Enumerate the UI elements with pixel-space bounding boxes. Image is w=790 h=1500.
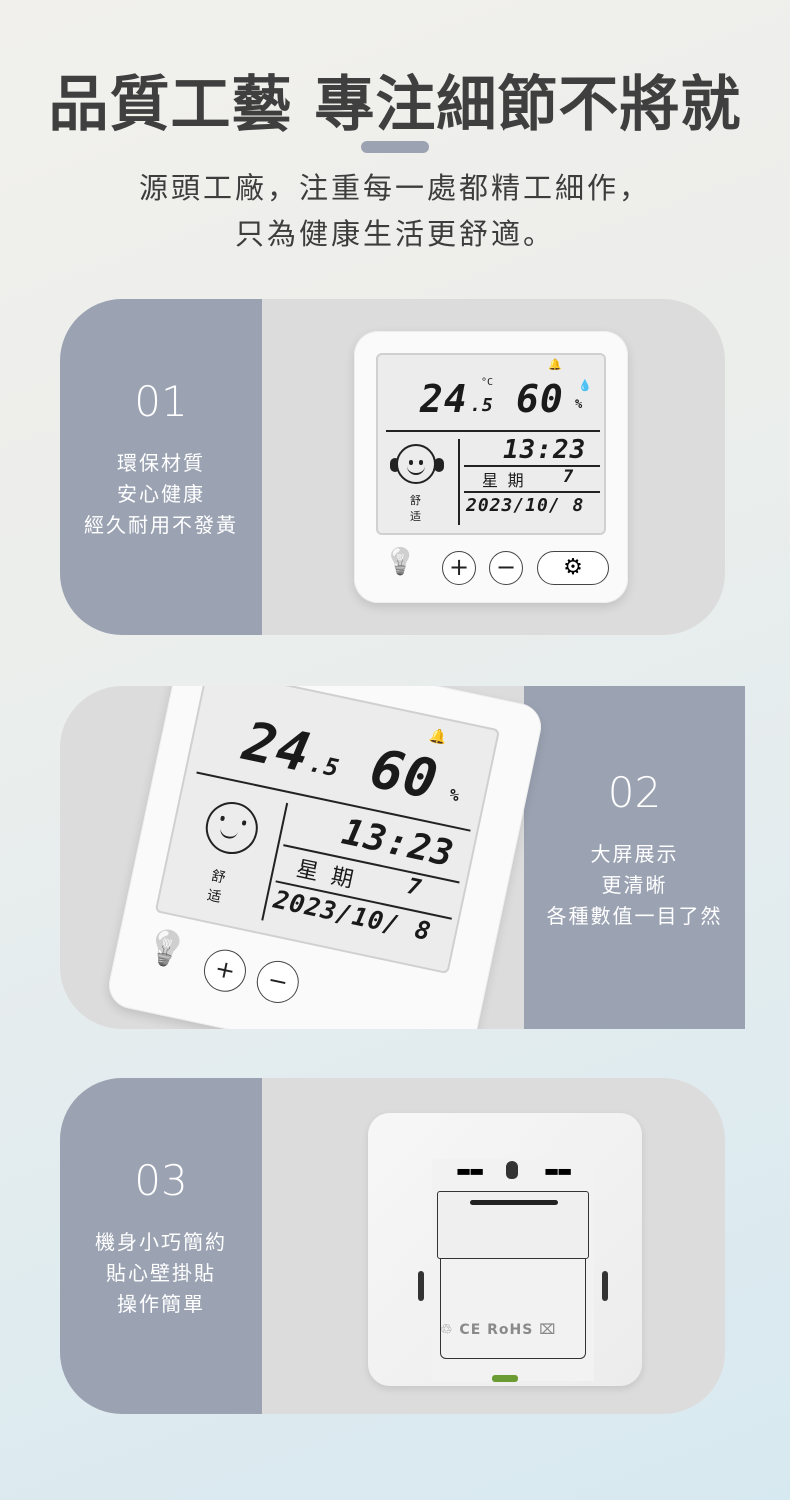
feature-panel-03: 03 機身小巧簡約 貼心壁掛貼 操作簡單 bbox=[60, 1078, 262, 1414]
feature-line: 機身小巧簡約 bbox=[95, 1230, 227, 1254]
feature-line: 更清晰 bbox=[601, 873, 668, 897]
device-front-image: 🔔 24 .5 °C 60 💧 % 舒 适 13:23 星 期 7 2023/1… bbox=[354, 331, 628, 603]
plus-button[interactable]: + bbox=[200, 945, 250, 996]
comfort-label: 适 bbox=[205, 887, 223, 907]
feature-number: 02 bbox=[607, 768, 662, 817]
lcd-screen: 🔔 24 .5 °C 60 💧 % 舒 适 13:23 星 期 7 2023/1… bbox=[376, 353, 606, 535]
bell-icon: 🔔 bbox=[548, 358, 562, 371]
light-bulb-icon: 💡 bbox=[384, 547, 417, 577]
device-back-image: ▬▬ ▬▬ bbox=[368, 1113, 642, 1386]
humidity-unit: % bbox=[447, 784, 462, 806]
feature-number: 01 bbox=[134, 377, 188, 426]
temp-unit: °C bbox=[481, 377, 494, 388]
comfort-face-icon bbox=[200, 797, 263, 859]
feature-line: 操作簡單 bbox=[117, 1292, 205, 1316]
lcd-screen: 🔔 24 .5 60 % 舒 适 13:23 星 期 7 2023/10/ 8 bbox=[154, 686, 501, 975]
temperature-value: 24 bbox=[237, 709, 317, 785]
comfort-label: 适 bbox=[410, 510, 421, 523]
weekday-value: 7 bbox=[563, 467, 575, 487]
feature-line: 經久耐用不發黃 bbox=[84, 513, 238, 537]
time-value: 13:23 bbox=[503, 435, 587, 465]
comfort-label: 舒 bbox=[410, 494, 421, 507]
feature-line: 大屏展示 bbox=[590, 842, 679, 866]
feature-panel-02: 02 大屏展示 更清晰 各種數值一目了然 bbox=[524, 686, 745, 1029]
light-bulb-icon: 💡 bbox=[141, 925, 192, 974]
green-indicator bbox=[492, 1375, 518, 1382]
feature-line: 安心健康 bbox=[117, 482, 205, 506]
lcd-divider bbox=[458, 439, 460, 525]
certification-marks: ♲ CE RoHS ⌧ bbox=[440, 1322, 557, 1338]
face-ear bbox=[390, 458, 400, 472]
temperature-decimal: .5 bbox=[306, 748, 343, 783]
page-title: 品質工藝 專注細節不將就 bbox=[48, 70, 742, 140]
comfort-face-icon bbox=[396, 444, 436, 484]
temperature-value: 24 bbox=[420, 377, 468, 421]
humidity-value: 60 bbox=[364, 736, 444, 812]
feature-number: 03 bbox=[134, 1156, 188, 1205]
settings-button[interactable]: ⚙ bbox=[537, 551, 609, 585]
lcd-divider bbox=[464, 465, 600, 467]
subtitle-line-1: 源頭工廠，注重每一處都精工細作， bbox=[138, 171, 651, 205]
vent-icon: ▬▬ bbox=[456, 1161, 484, 1180]
droplet-icon: 💧 bbox=[578, 379, 592, 392]
battery-cover bbox=[437, 1191, 589, 1259]
title-divider bbox=[361, 141, 429, 153]
stand-hinge bbox=[602, 1271, 608, 1301]
plus-button[interactable]: + bbox=[442, 551, 476, 585]
stand-hinge bbox=[418, 1271, 424, 1301]
face-ear bbox=[434, 458, 444, 472]
hanging-hole-icon bbox=[506, 1161, 518, 1179]
weekday-label: 星 期 bbox=[482, 471, 524, 490]
lcd-divider bbox=[464, 491, 600, 493]
feature-panel-01: 01 環保材質 安心健康 經久耐用不發黃 bbox=[60, 299, 262, 635]
comfort-label: 舒 bbox=[209, 867, 227, 887]
minus-button[interactable]: − bbox=[252, 957, 303, 1007]
subtitle-line-2: 只為健康生活更舒適。 bbox=[234, 217, 555, 251]
bell-icon: 🔔 bbox=[427, 727, 449, 747]
date-value: 2023/10/ 8 bbox=[466, 495, 585, 516]
temperature-decimal: .5 bbox=[470, 395, 494, 416]
time-value: 13:23 bbox=[338, 811, 458, 876]
back-plate: ▬▬ ▬▬ bbox=[418, 1159, 608, 1381]
device-angled-image: 🔔 24 .5 60 % 舒 适 13:23 星 期 7 2023/10/ 8 … bbox=[104, 686, 546, 1029]
humidity-value: 60 bbox=[516, 377, 564, 421]
feature-line: 各種數值一目了然 bbox=[546, 904, 723, 928]
feature-line: 貼心壁掛貼 bbox=[106, 1261, 216, 1285]
lcd-divider bbox=[386, 430, 600, 432]
vent-icon: ▬▬ bbox=[544, 1161, 572, 1180]
feature-card-02: 02 大屏展示 更清晰 各種數值一目了然 🔔 24 .5 60 % 舒 适 13… bbox=[60, 686, 745, 1029]
minus-button[interactable]: − bbox=[489, 551, 523, 585]
humidity-unit: % bbox=[575, 397, 583, 411]
stand-frame bbox=[440, 1259, 586, 1359]
feature-line: 環保材質 bbox=[117, 451, 205, 475]
page-subtitle: 源頭工廠，注重每一處都精工細作， 只為健康生活更舒適。 bbox=[0, 165, 790, 257]
weekday-value: 7 bbox=[404, 874, 425, 902]
